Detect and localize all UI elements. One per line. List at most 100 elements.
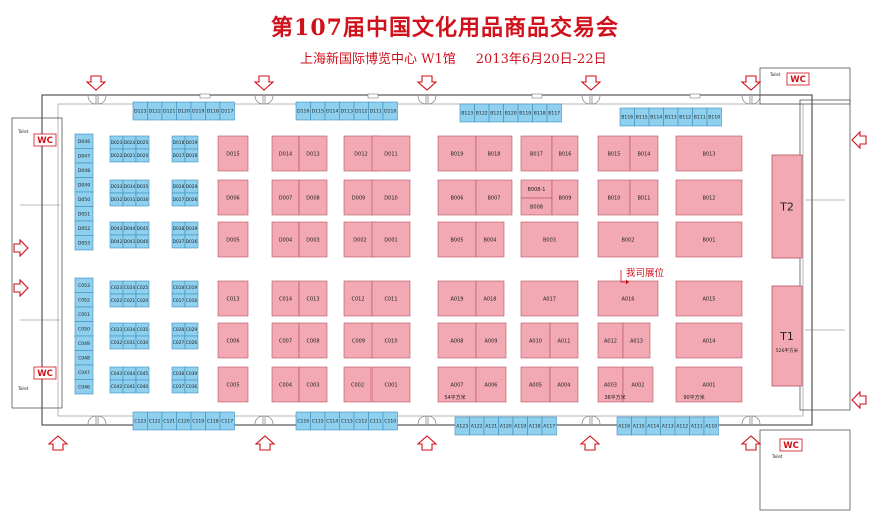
booth-a018[interactable]: A018 bbox=[475, 280, 505, 317]
booth-d116[interactable]: D116 bbox=[295, 101, 311, 121]
booth-d119[interactable]: D119 bbox=[190, 101, 206, 121]
booth-d036[interactable]: D036 bbox=[184, 234, 199, 249]
booth-d046[interactable]: D046 bbox=[74, 133, 94, 149]
booth-d007[interactable]: D007 bbox=[271, 179, 300, 216]
booth-d049[interactable]: D049 bbox=[74, 177, 94, 193]
booth-a115[interactable]: A115 bbox=[631, 416, 647, 436]
booth-b015[interactable]: B015 bbox=[597, 135, 631, 172]
booth-c012[interactable]: C012 bbox=[343, 280, 373, 317]
booth-b111[interactable]: B111 bbox=[692, 107, 708, 127]
booth-d011[interactable]: D011 bbox=[371, 135, 411, 172]
booth-a019[interactable]: A019 bbox=[437, 280, 477, 317]
booth-c120[interactable]: C120 bbox=[176, 411, 192, 431]
booth-b122[interactable]: B122 bbox=[474, 103, 490, 123]
booth-d013[interactable]: D013 bbox=[298, 135, 328, 172]
booth-b001[interactable]: B001 bbox=[675, 221, 743, 258]
booth-c047[interactable]: C047 bbox=[74, 364, 94, 380]
booth-c007[interactable]: C007 bbox=[271, 322, 300, 359]
booth-c040[interactable]: C040 bbox=[135, 379, 150, 394]
booth-c119[interactable]: C119 bbox=[190, 411, 206, 431]
booth-a120[interactable]: A120 bbox=[498, 416, 514, 436]
booth-d035[interactable]: D035 bbox=[135, 179, 150, 194]
booth-a113[interactable]: A113 bbox=[660, 416, 676, 436]
booth-d020[interactable]: D020 bbox=[135, 148, 150, 163]
booth-a013[interactable]: A013 bbox=[622, 322, 651, 359]
booth-d021[interactable]: D021 bbox=[122, 148, 137, 163]
booth-d048[interactable]: D048 bbox=[74, 162, 94, 178]
booth-d029[interactable]: D029 bbox=[184, 179, 199, 194]
booth-d001[interactable]: D001 bbox=[371, 221, 411, 258]
booth-b006[interactable]: B006 bbox=[437, 179, 477, 216]
booth-b116[interactable]: B116 bbox=[619, 107, 635, 127]
booth-c023[interactable]: C023 bbox=[109, 280, 124, 295]
booth-a117[interactable]: A117 bbox=[541, 416, 557, 436]
booth-b008[interactable]: B008 bbox=[520, 197, 553, 216]
booth-a016[interactable]: A016 bbox=[597, 280, 659, 317]
booth-c116[interactable]: C116 bbox=[295, 411, 311, 431]
booth-b009[interactable]: B009 bbox=[551, 179, 579, 216]
booth-d042[interactable]: D042 bbox=[109, 234, 124, 249]
booth-d027[interactable]: D027 bbox=[171, 192, 186, 207]
booth-c022[interactable]: C022 bbox=[109, 293, 124, 308]
booth-c048[interactable]: C048 bbox=[74, 350, 94, 366]
booth-d111[interactable]: D111 bbox=[368, 101, 384, 121]
booth-c020[interactable]: C020 bbox=[135, 293, 150, 308]
booth-c111[interactable]: C111 bbox=[368, 411, 384, 431]
booth-a119[interactable]: A119 bbox=[512, 416, 528, 436]
booth-d118[interactable]: D118 bbox=[205, 101, 221, 121]
booth-d014[interactable]: D014 bbox=[271, 135, 300, 172]
booth-d040[interactable]: D040 bbox=[135, 234, 150, 249]
booth-a003[interactable]: A003 bbox=[597, 366, 624, 403]
booth-c027[interactable]: C027 bbox=[171, 335, 186, 350]
booth-c001[interactable]: C001 bbox=[371, 366, 411, 403]
booth-d017[interactable]: D017 bbox=[171, 148, 186, 163]
booth-c018[interactable]: C018 bbox=[171, 280, 186, 295]
booth-a118[interactable]: A118 bbox=[527, 416, 543, 436]
booth-c118[interactable]: C118 bbox=[205, 411, 221, 431]
booth-a114[interactable]: A114 bbox=[645, 416, 661, 436]
booth-d010[interactable]: D010 bbox=[371, 179, 411, 216]
booth-c013[interactable]: C013 bbox=[298, 280, 328, 317]
booth-c121[interactable]: C121 bbox=[161, 411, 177, 431]
booth-d023[interactable]: D023 bbox=[109, 135, 124, 150]
booth-d115[interactable]: D115 bbox=[310, 101, 326, 121]
booth-d051[interactable]: D051 bbox=[74, 206, 94, 222]
booth-a012[interactable]: A012 bbox=[597, 322, 624, 359]
booth-d018[interactable]: D018 bbox=[171, 135, 186, 150]
booth-d022[interactable]: D022 bbox=[109, 148, 124, 163]
booth-a110[interactable]: A110 bbox=[703, 416, 719, 436]
booth-c114[interactable]: C114 bbox=[324, 411, 340, 431]
booth-d053[interactable]: D053 bbox=[74, 235, 94, 251]
booth-c006[interactable]: C006 bbox=[217, 322, 249, 359]
booth-b004[interactable]: B004 bbox=[475, 221, 505, 258]
booth-c042[interactable]: C042 bbox=[109, 379, 124, 394]
booth-d110[interactable]: D110 bbox=[382, 101, 398, 121]
booth-b007[interactable]: B007 bbox=[475, 179, 513, 216]
booth-b016[interactable]: B016 bbox=[551, 135, 579, 172]
booth-d005[interactable]: D005 bbox=[217, 221, 249, 258]
booth-a122[interactable]: A122 bbox=[469, 416, 485, 436]
booth-d004[interactable]: D004 bbox=[271, 221, 300, 258]
booth-a011[interactable]: A011 bbox=[549, 322, 579, 359]
booth-c029[interactable]: C029 bbox=[184, 322, 199, 337]
booth-a015[interactable]: A015 bbox=[675, 280, 743, 317]
booth-a014[interactable]: A014 bbox=[675, 322, 743, 359]
booth-c050[interactable]: C050 bbox=[74, 321, 94, 337]
booth-c039[interactable]: C039 bbox=[184, 366, 199, 381]
booth-c031[interactable]: C031 bbox=[122, 335, 137, 350]
booth-c038[interactable]: C038 bbox=[171, 366, 186, 381]
booth-d047[interactable]: D047 bbox=[74, 148, 94, 164]
booth-d120[interactable]: D120 bbox=[176, 101, 192, 121]
booth-d117[interactable]: D117 bbox=[219, 101, 235, 121]
booth-c030[interactable]: C030 bbox=[135, 335, 150, 350]
booth-b118[interactable]: B118 bbox=[532, 103, 548, 123]
hall-t2[interactable]: T2 bbox=[771, 154, 803, 259]
booth-a116[interactable]: A116 bbox=[616, 416, 632, 436]
booth-c019[interactable]: C019 bbox=[184, 280, 199, 295]
booth-c013[interactable]: C013 bbox=[217, 280, 249, 317]
booth-c014[interactable]: C014 bbox=[271, 280, 300, 317]
booth-d038[interactable]: D038 bbox=[171, 221, 186, 236]
booth-b012[interactable]: B012 bbox=[675, 179, 743, 216]
booth-b002[interactable]: B002 bbox=[597, 221, 659, 258]
